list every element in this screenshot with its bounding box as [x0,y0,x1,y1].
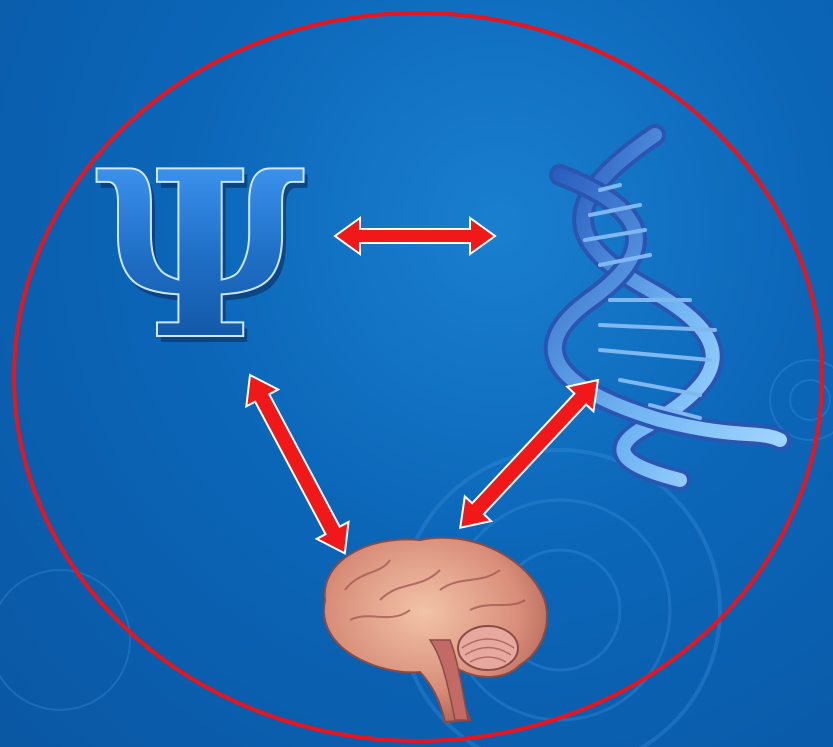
psi-symbol-icon: Ψ Ψ [95,121,309,397]
psi-glyph: Ψ [95,121,305,391]
psi-dna-arrow [335,218,495,254]
dna-helix-icon [555,135,780,480]
brain-icon [324,538,547,722]
